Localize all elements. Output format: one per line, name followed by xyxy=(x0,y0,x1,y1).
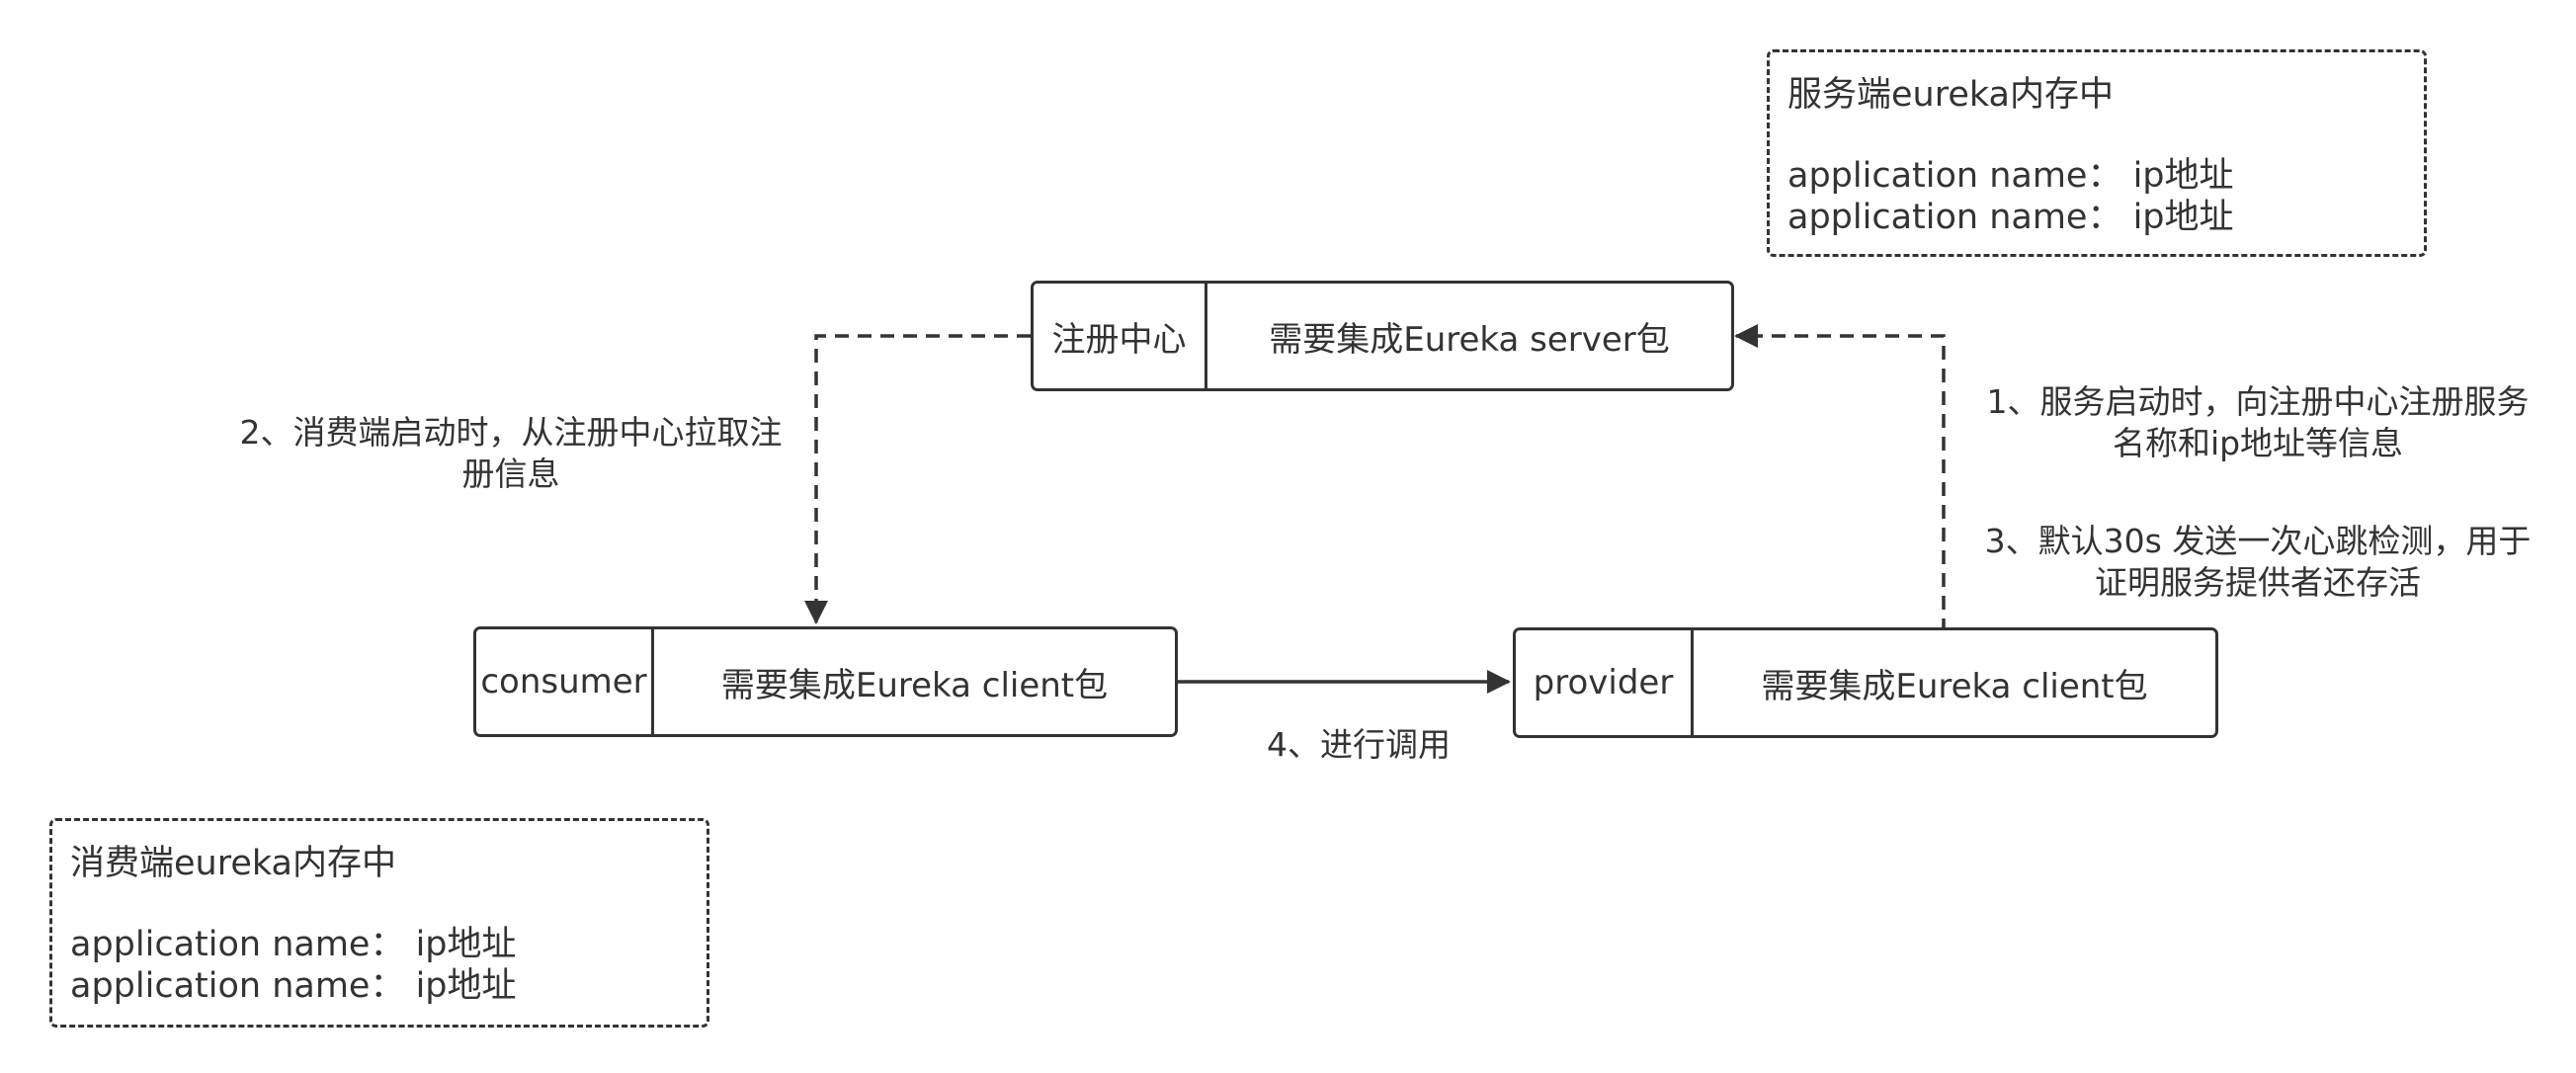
consumer-desc: 需要集成Eureka client包 xyxy=(720,665,1109,705)
register-heartbeat-arrow xyxy=(1734,324,1946,632)
step1-label: 1、服务启动时，向注册中心注册服务 名称和ip地址等信息 xyxy=(1961,381,2554,464)
step3-label-line1: 3、默认30s 发送一次心跳检测，用于 xyxy=(1984,522,2532,560)
provider-tag: provider xyxy=(1516,630,1694,735)
step2-label-line2: 册信息 xyxy=(461,454,560,493)
server-memory-line: application name： ip地址 xyxy=(1787,156,2234,196)
provider-desc: 需要集成Eureka client包 xyxy=(1761,666,2148,706)
step2-label: 2、消费端启动时，从注册中心拉取注 册信息 xyxy=(219,412,802,495)
step1-label-line1: 1、服务启动时，向注册中心注册服务 xyxy=(1986,382,2530,421)
pull-registry-arrow xyxy=(804,334,1031,624)
consumer-memory-note: 消费端eureka内存中 application name： ip地址 appl… xyxy=(49,818,709,1028)
server-memory-title: 服务端eureka内存中 xyxy=(1787,75,2114,115)
step3-label-line2: 证明服务提供者还存活 xyxy=(2095,563,2421,602)
consumer-memory-title: 消费端eureka内存中 xyxy=(70,844,396,883)
provider-node: provider 需要集成Eureka client包 xyxy=(1513,627,2218,738)
registry-center-desc: 需要集成Eureka server包 xyxy=(1269,319,1670,360)
server-memory-note: 服务端eureka内存中 application name： ip地址 appl… xyxy=(1767,49,2427,257)
consumer-tag: consumer xyxy=(476,629,654,734)
step3-label: 3、默认30s 发送一次心跳检测，用于 证明服务提供者还存活 xyxy=(1961,521,2554,604)
consumer-memory-line: application name： ip地址 xyxy=(70,966,517,1006)
registry-center-tag: 注册中心 xyxy=(1034,284,1207,388)
consumer-node: consumer 需要集成Eureka client包 xyxy=(473,626,1178,737)
step2-label-line1: 2、消费端启动时，从注册中心拉取注 xyxy=(239,413,783,452)
server-memory-line: application name： ip地址 xyxy=(1787,198,2234,237)
registry-center-node: 注册中心 需要集成Eureka server包 xyxy=(1031,281,1734,391)
consumer-memory-line: application name： ip地址 xyxy=(70,925,517,964)
step1-label-line2: 名称和ip地址等信息 xyxy=(2112,424,2404,462)
step4-label: 4、进行调用 xyxy=(1235,724,1482,766)
